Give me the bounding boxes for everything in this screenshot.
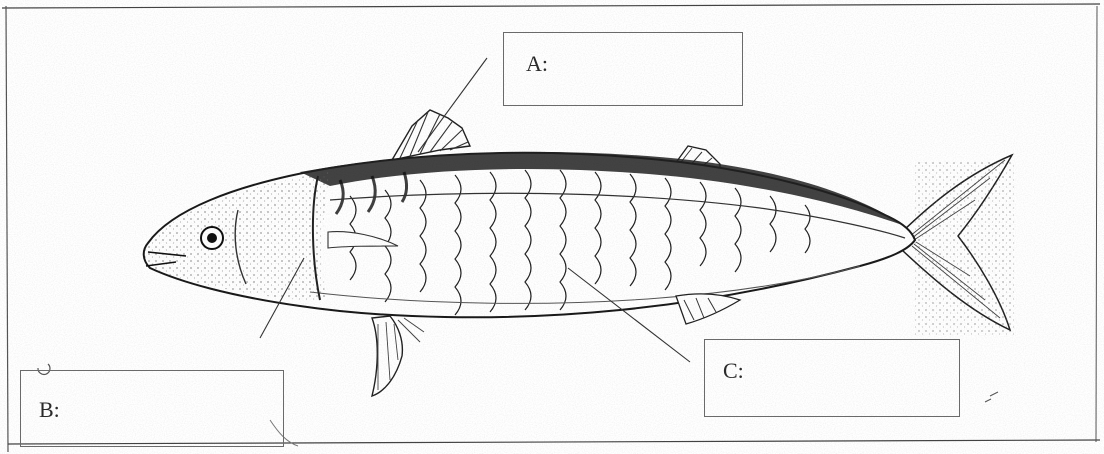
label-b: B: — [39, 399, 60, 421]
label-box-a[interactable]: A: — [503, 32, 743, 106]
label-box-c[interactable]: C: — [704, 339, 960, 417]
label-a: A: — [526, 53, 548, 75]
label-box-b[interactable]: B: — [20, 370, 284, 447]
label-c: C: — [723, 360, 744, 382]
